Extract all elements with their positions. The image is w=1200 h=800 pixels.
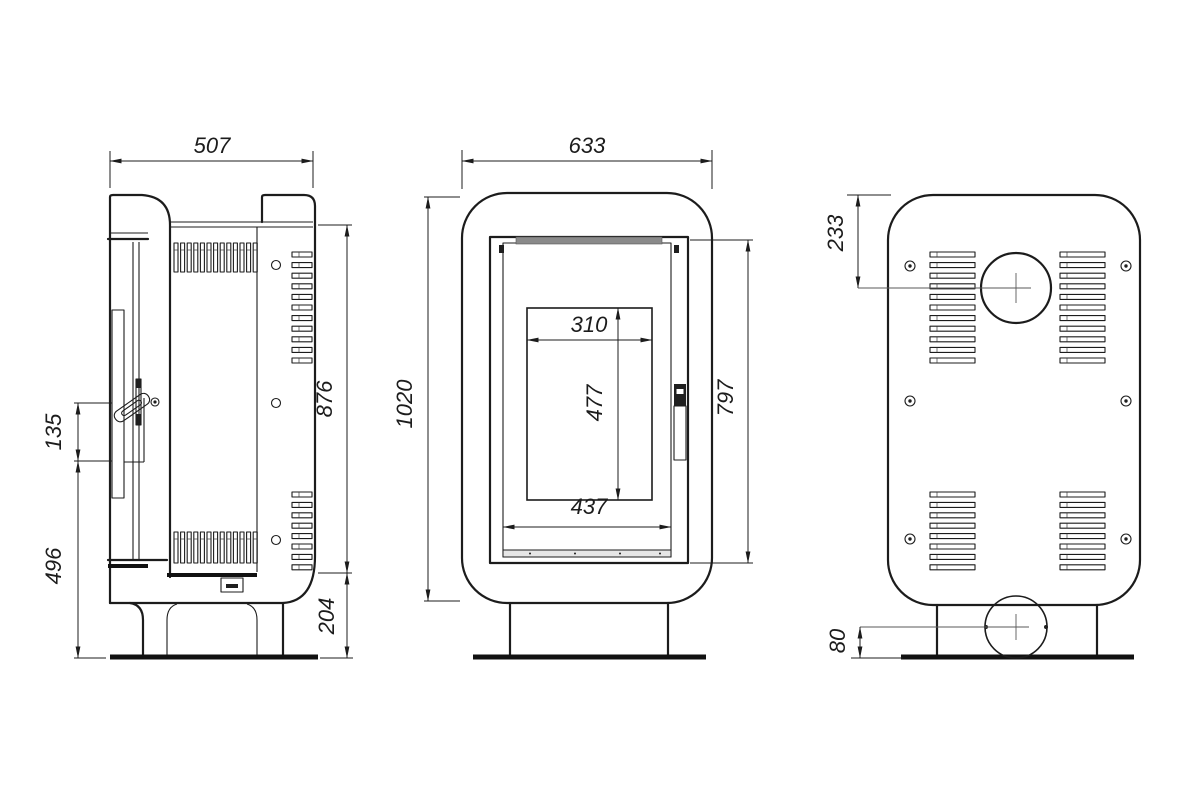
back-body-outline xyxy=(886,193,1142,607)
dim-handle-to-floor: 496 xyxy=(41,460,106,659)
back-upper-left-vents xyxy=(929,251,976,364)
dim-door-height-value: 797 xyxy=(713,379,738,416)
dim-door-width: 437 xyxy=(502,494,672,533)
dim-overall-height-value: 1020 xyxy=(392,379,417,429)
back-pedestal xyxy=(901,603,1134,660)
side-view: 507 876 204 135 496 xyxy=(41,133,353,660)
dim-depth: 507 xyxy=(109,133,314,188)
door-bottom-strip xyxy=(502,549,672,558)
dim-rear-panel-height-value: 876 xyxy=(312,380,337,417)
back-upper-right-vents xyxy=(1059,251,1106,364)
side-glass-pane xyxy=(111,309,125,499)
screw xyxy=(1120,395,1132,407)
back-view: 233 80 xyxy=(823,193,1142,660)
side-panel-holes xyxy=(270,259,282,546)
dim-air-inlet-height: 80 xyxy=(825,626,1014,659)
dim-glass-width-value: 310 xyxy=(571,312,608,337)
dim-rear-panel-height: 876 xyxy=(312,224,352,574)
door-handle-side[interactable] xyxy=(112,391,160,463)
side-body-outline xyxy=(108,193,318,660)
side-hole xyxy=(270,397,282,409)
door-latch-top xyxy=(674,245,679,253)
door-glass xyxy=(526,307,653,501)
dim-handle-to-floor-value: 496 xyxy=(41,547,66,584)
front-door[interactable] xyxy=(488,235,690,565)
side-top-vent-grille xyxy=(173,242,258,273)
dim-handle-length-value: 135 xyxy=(41,413,66,450)
side-bottom-vent-grille xyxy=(173,531,258,564)
back-lower-left-vents xyxy=(929,491,976,571)
dim-plinth-height: 204 xyxy=(314,572,353,659)
side-rear-upper-vents xyxy=(291,251,313,364)
front-pedestal xyxy=(473,601,706,660)
back-lower-right-vents xyxy=(1059,491,1106,571)
dim-glass-height-value: 477 xyxy=(582,384,607,421)
screw xyxy=(1120,533,1132,545)
dim-depth-value: 507 xyxy=(194,133,231,158)
side-glass-door xyxy=(106,232,169,568)
side-hole xyxy=(270,259,282,271)
front-view: 633 1020 310 477 437 797 xyxy=(392,133,753,660)
dim-plinth-height-value: 204 xyxy=(314,598,339,636)
dim-width: 633 xyxy=(461,133,713,189)
dim-air-inlet-height-value: 80 xyxy=(825,628,850,653)
dim-width-value: 633 xyxy=(569,133,606,158)
front-body-outline xyxy=(460,191,714,605)
dim-flue-offset-value: 233 xyxy=(823,214,848,252)
dim-handle-length: 135 xyxy=(41,402,112,462)
screw xyxy=(904,395,916,407)
dim-flue-offset: 233 xyxy=(823,194,1014,289)
door-handle-front[interactable] xyxy=(673,384,687,461)
back-panel-screws xyxy=(904,260,1132,545)
side-rear-lower-vents xyxy=(291,491,313,571)
screw xyxy=(904,533,916,545)
dim-door-width-value: 437 xyxy=(571,494,608,519)
side-rear-leg xyxy=(246,603,258,655)
side-front-leg xyxy=(128,601,145,657)
side-hole xyxy=(270,534,282,546)
door-hinge-pin xyxy=(150,397,160,407)
dim-overall-height: 1020 xyxy=(392,196,460,602)
door-hinge-top xyxy=(499,245,504,253)
dim-glass-width: 310 xyxy=(526,312,653,343)
dim-door-height: 797 xyxy=(690,239,753,564)
screw xyxy=(904,260,916,272)
door-top-air-grille xyxy=(515,236,663,245)
side-latch xyxy=(220,577,244,593)
dim-glass-height: 477 xyxy=(582,307,621,501)
screw xyxy=(1120,260,1132,272)
